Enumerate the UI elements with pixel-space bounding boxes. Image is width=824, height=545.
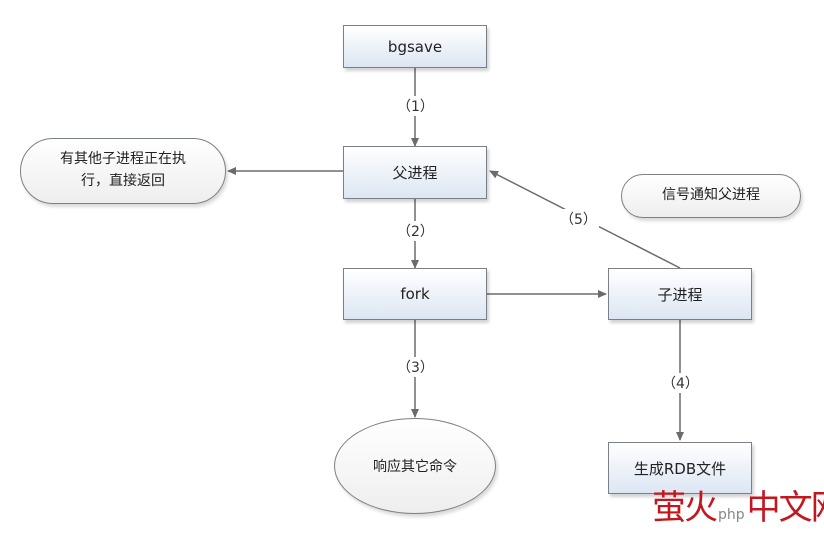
child-process-node: 子进程 (608, 268, 752, 320)
step-5-label: （5） (558, 209, 599, 229)
fork-label: fork (400, 285, 430, 303)
watermark-logo: 萤火 php 中文网 (652, 480, 824, 530)
parent-process-node: 父进程 (343, 146, 487, 199)
watermark-php: php (718, 507, 745, 523)
step-2-label: （2） (395, 221, 436, 241)
parent-process-label: 父进程 (392, 164, 438, 182)
bgsave-node-label: bgsave (387, 37, 443, 56)
fork-node: fork (343, 268, 487, 320)
signal-parent-node: 信号通知父进程 (621, 174, 801, 218)
respond-other-commands-node: 响应其它命令 (334, 418, 496, 514)
bgsave-node: bgsave (343, 25, 487, 68)
step-3-label: （3） (395, 357, 436, 377)
step-1-label: （1） (395, 96, 436, 116)
other-child-running-label: 有其他子进程正在执 行，直接返回 (60, 151, 186, 189)
generate-rdb-node: 生成RDB文件 (608, 442, 752, 494)
step-4-label: （4） (660, 373, 701, 393)
respond-other-commands-label: 响应其它命令 (373, 459, 457, 475)
other-child-running-node: 有其他子进程正在执 行，直接返回 (20, 138, 226, 204)
watermark-cn-right: 中文网 (746, 488, 824, 528)
child-process-label: 子进程 (657, 285, 703, 304)
watermark-cn-left: 萤火 (652, 488, 718, 528)
signal-parent-label: 信号通知父进程 (662, 187, 760, 204)
generate-rdb-label: 生成RDB文件 (633, 459, 727, 478)
